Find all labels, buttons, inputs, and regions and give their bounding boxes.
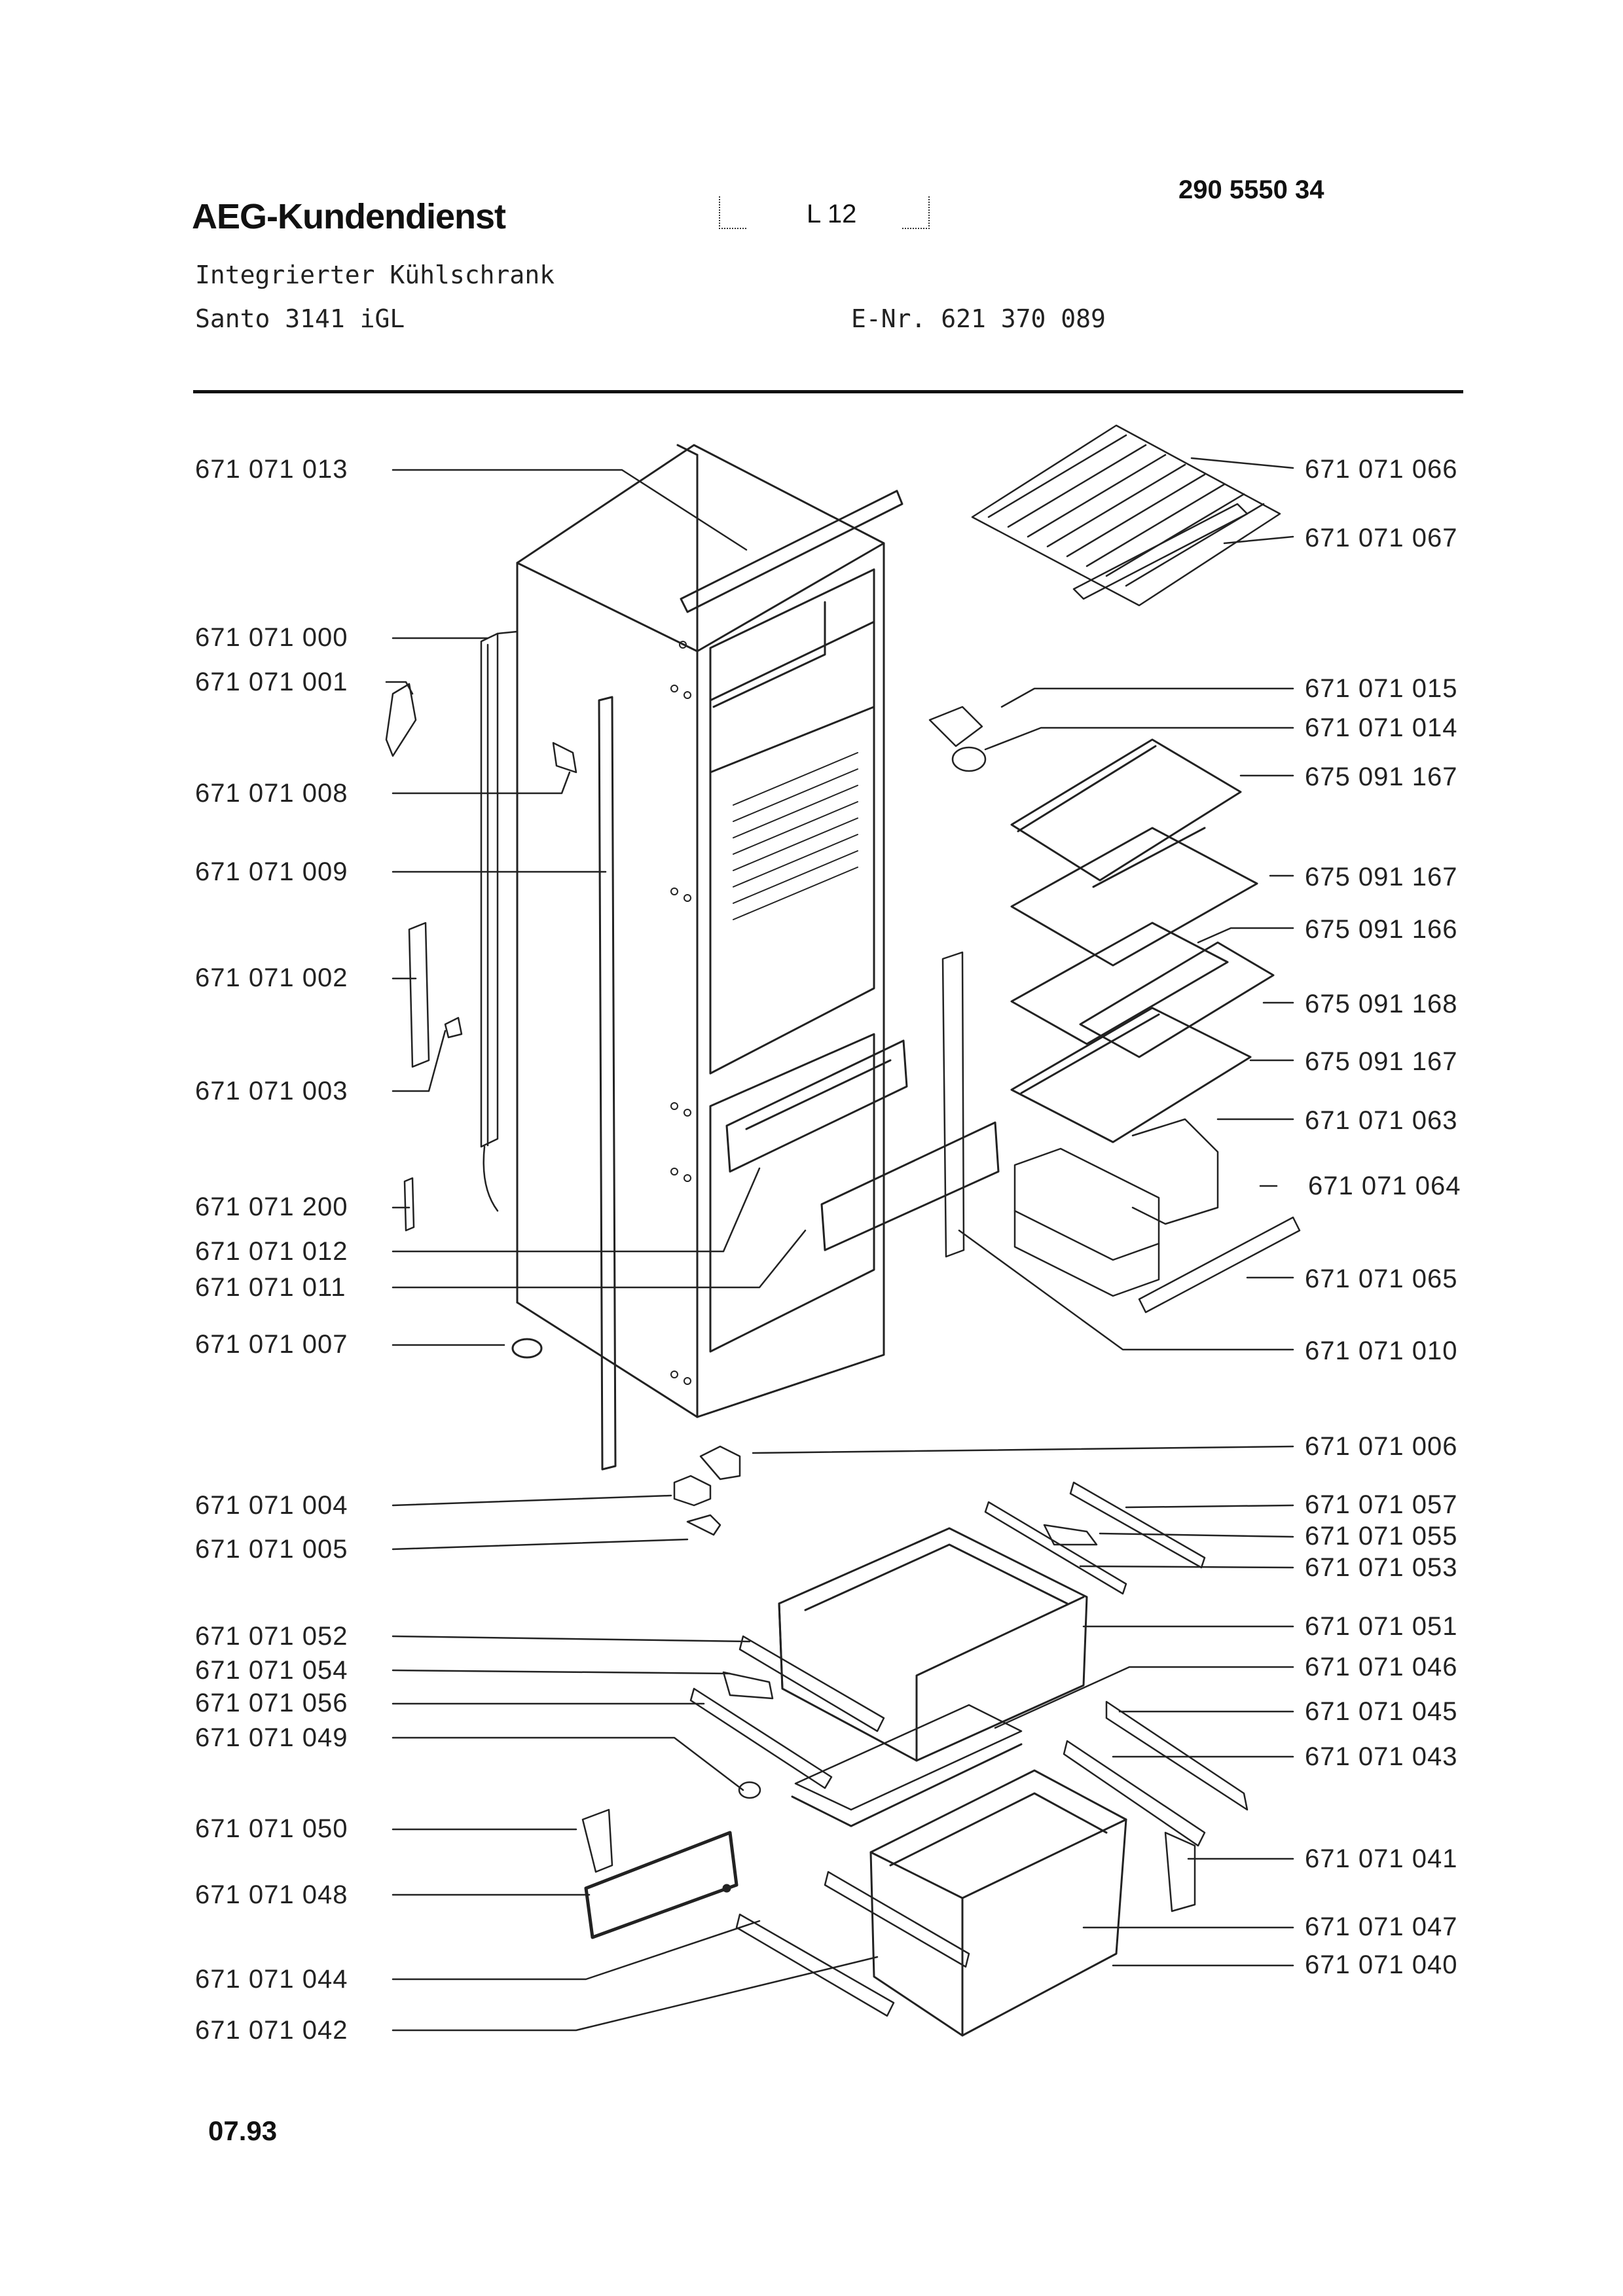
part-label-left: 671 071 002 <box>195 963 348 992</box>
part-label-right: 671 071 010 <box>1305 1336 1458 1365</box>
rail-057 <box>1069 1481 1206 1569</box>
clip-part <box>444 1016 463 1039</box>
door-bins <box>1013 1118 1219 1297</box>
part-label-left: 671 071 052 <box>195 1622 348 1651</box>
part-label-left: 671 071 054 <box>195 1656 348 1685</box>
pin-part <box>403 1177 415 1232</box>
part-label-right: 671 071 065 <box>1305 1265 1458 1293</box>
bracket-050 <box>581 1808 613 1873</box>
part-label-right: 675 091 167 <box>1305 762 1458 791</box>
document-code: L 12 <box>807 200 857 228</box>
top-rail <box>680 490 903 613</box>
egg-tray <box>1138 1216 1301 1314</box>
part-label-right: 671 071 064 <box>1308 1172 1461 1200</box>
hinge-lower <box>951 746 987 772</box>
foot-part <box>511 1338 543 1359</box>
part-label-left: 671 071 013 <box>195 455 348 484</box>
part-label-left: 671 071 000 <box>195 623 348 652</box>
fitting-006 <box>699 1445 741 1480</box>
part-label-left: 671 071 200 <box>195 1193 348 1221</box>
cabinet-body <box>516 444 885 1418</box>
part-label-right: 671 071 051 <box>1305 1612 1458 1641</box>
clip-055 <box>1043 1524 1098 1546</box>
condenser-grid <box>480 630 519 1212</box>
part-label-right: 671 071 046 <box>1305 1653 1458 1681</box>
leader-lines-right <box>752 457 1294 1967</box>
part-label-left: 671 071 009 <box>195 857 348 886</box>
rail-043 <box>1063 1740 1206 1847</box>
lower-drawer <box>869 1769 1127 2037</box>
part-label-left: 671 071 012 <box>195 1237 348 1266</box>
part-label-right: 671 071 057 <box>1305 1490 1458 1519</box>
rail-042 <box>824 1871 970 1968</box>
part-label-right: 671 071 041 <box>1305 1844 1458 1873</box>
support-041 <box>1164 1831 1196 1912</box>
part-label-right: 671 071 053 <box>1305 1553 1458 1582</box>
upper-drawer <box>778 1527 1088 1762</box>
part-label-right: 675 091 167 <box>1305 1047 1458 1076</box>
part-label-left: 671 071 011 <box>195 1273 346 1302</box>
knob-049 <box>738 1781 761 1799</box>
fitting-004 <box>673 1475 712 1507</box>
panel-048 <box>584 1831 739 1939</box>
part-label-left: 671 071 048 <box>195 1880 348 1909</box>
hinge-upper <box>928 706 983 747</box>
rail-056 <box>689 1687 833 1789</box>
part-label-right: 671 071 063 <box>1305 1106 1458 1135</box>
brand-title: AEG-Kundendienst <box>192 197 506 236</box>
header-rule <box>193 390 1463 393</box>
side-strip <box>408 922 430 1068</box>
part-label-right: 671 071 040 <box>1305 1950 1458 1979</box>
part-label-right: 671 071 015 <box>1305 674 1458 703</box>
part-label-left: 671 071 056 <box>195 1689 348 1717</box>
code-bracket-right <box>902 196 930 229</box>
revision-date: 07.93 <box>208 2115 278 2146</box>
leader-lines-left <box>385 469 879 2032</box>
part-label-left: 671 071 008 <box>195 779 348 808</box>
part-label-right: 671 071 014 <box>1305 713 1458 742</box>
cover-panel <box>820 1121 1000 1251</box>
part-label-right: 671 071 006 <box>1305 1432 1458 1461</box>
document-number: 290 5550 34 <box>1178 175 1324 204</box>
part-label-left: 671 071 005 <box>195 1535 348 1564</box>
part-label-left: 671 071 003 <box>195 1077 348 1105</box>
glass-cover <box>794 1704 1023 1811</box>
screw-dot <box>722 1884 731 1893</box>
part-label-right: 671 071 066 <box>1305 455 1458 484</box>
code-bracket-left <box>719 196 746 229</box>
part-label-left: 671 071 001 <box>195 668 348 696</box>
part-label-right: 675 091 166 <box>1305 915 1458 944</box>
part-label-left: 671 071 004 <box>195 1491 348 1520</box>
part-label-right: 671 071 047 <box>1305 1912 1458 1941</box>
part-label-right: 671 071 067 <box>1305 524 1458 552</box>
part-label-right: 671 071 043 <box>1305 1742 1458 1771</box>
model-name: Santo 3141 iGL <box>195 304 405 333</box>
part-label-left: 671 071 050 <box>195 1814 348 1843</box>
glass-shelves <box>1010 738 1275 1143</box>
wire-shelf <box>971 424 1281 607</box>
clip-054 <box>722 1671 774 1700</box>
rail-052 <box>739 1635 885 1732</box>
e-number: E-Nr. 621 370 089 <box>851 304 1106 333</box>
right-door-strip <box>941 951 965 1258</box>
part-label-left: 671 071 042 <box>195 2016 348 2045</box>
bracket-part <box>552 742 577 774</box>
part-label-right: 675 091 167 <box>1305 863 1458 891</box>
door-seal-strip <box>598 696 617 1471</box>
rail-044 <box>735 1913 895 2017</box>
product-type: Integrierter Kühlschrank <box>195 260 555 289</box>
part-label-right: 671 071 055 <box>1305 1522 1458 1551</box>
part-label-left: 671 071 049 <box>195 1723 348 1752</box>
part-label-left: 671 071 007 <box>195 1330 348 1359</box>
rail-053 <box>984 1501 1127 1595</box>
hinge-part <box>385 683 417 757</box>
part-label-right: 671 071 045 <box>1305 1697 1458 1726</box>
divider-plate <box>725 1039 908 1173</box>
rail-045 <box>1105 1700 1249 1811</box>
fitting-005 <box>686 1514 721 1536</box>
part-label-right: 675 091 168 <box>1305 990 1458 1018</box>
part-label-left: 671 071 044 <box>195 1965 348 1994</box>
